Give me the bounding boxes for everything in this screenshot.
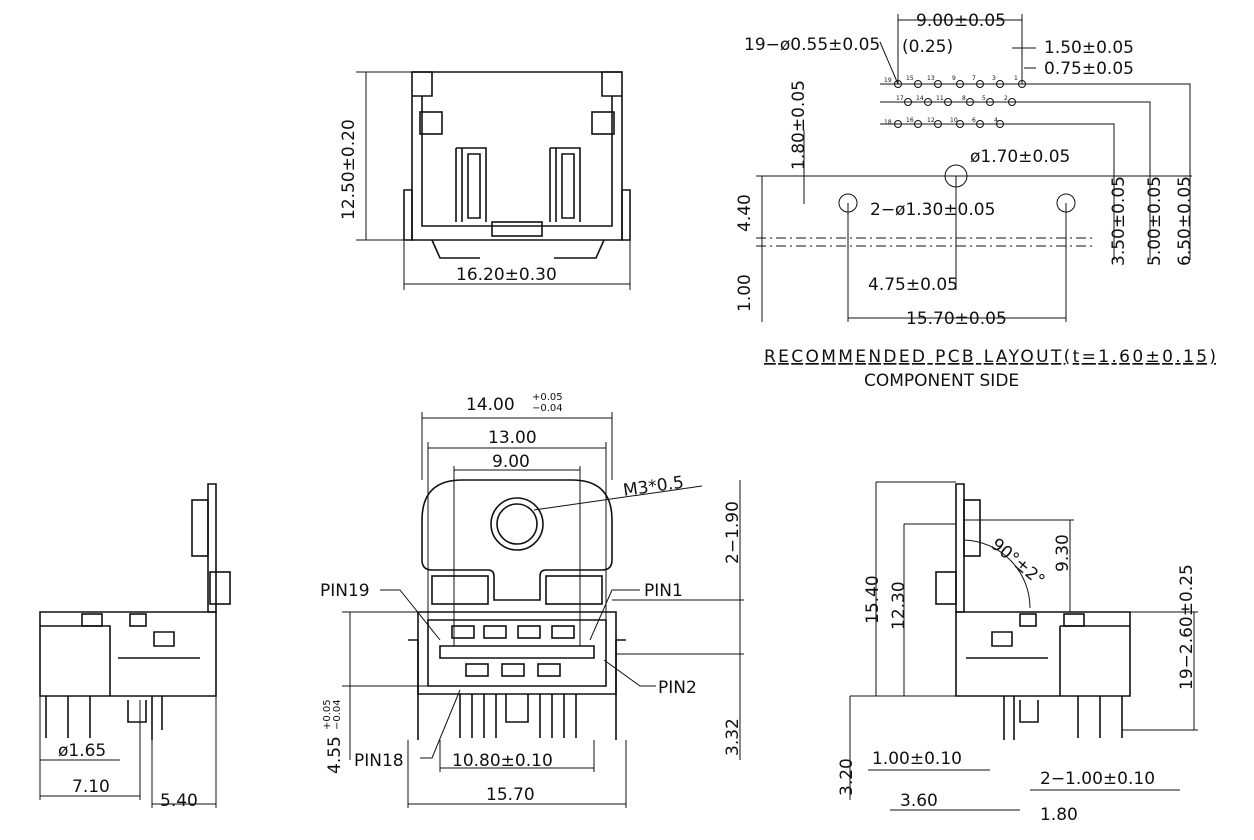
left-tail-dim: 5.40 bbox=[160, 791, 198, 811]
pcb-pin-holes bbox=[894, 80, 1026, 128]
pin-number: 1 bbox=[1014, 75, 1018, 82]
right-height-total: 15.40 bbox=[863, 575, 883, 624]
pcb-mount-hole-dim: 2−ø1.30±0.05 bbox=[870, 200, 995, 220]
right-offset-b: 3.60 bbox=[900, 791, 938, 811]
front-foot-span-dim: 15.70 bbox=[486, 785, 535, 805]
front-height-tol-minus: −0.04 bbox=[332, 699, 343, 730]
front-right-dim: 3.32 bbox=[723, 718, 743, 756]
pcb-row-offset-dim: 1.50±0.05 bbox=[1044, 38, 1134, 58]
pin-number: 9 bbox=[952, 75, 956, 82]
right-pin-dim-b: 2−1.00±0.10 bbox=[1040, 769, 1155, 789]
front-width-tol-minus: −0.04 bbox=[532, 403, 563, 414]
right-height-inner: 12.30 bbox=[889, 581, 909, 630]
label-pin18: PIN18 bbox=[354, 751, 404, 771]
pin-number: 12 bbox=[927, 117, 935, 124]
front-pin-span-dim: 10.80±0.10 bbox=[452, 751, 553, 771]
pin-number: 4 bbox=[994, 117, 998, 124]
front-slot-width: 9.00 bbox=[492, 452, 530, 472]
pin-number: 5 bbox=[982, 95, 986, 102]
top-view-width-dim: 16.20±0.30 bbox=[456, 265, 557, 285]
right-offset-c: 1.80 bbox=[1040, 805, 1078, 825]
right-bracket-dim: 9.30 bbox=[1053, 534, 1073, 572]
pcb-right-dim-2: 5.00±0.05 bbox=[1145, 176, 1165, 266]
pcb-center-offset-dim: 4.75±0.05 bbox=[868, 275, 958, 295]
front-overall-width: 14.00 bbox=[466, 395, 515, 415]
pin-number: 11 bbox=[936, 95, 944, 102]
top-view bbox=[356, 71, 631, 290]
left-hole-dim: ø1.65 bbox=[58, 741, 106, 761]
pcb-pin-numbers: 19 15 13 9 7 3 1 17 14 11 8 5 2 18 16 12… bbox=[884, 75, 1018, 126]
pin-number: 10 bbox=[950, 117, 958, 124]
pcb-pin-hole-dim: 19−ø0.55±0.05 bbox=[744, 35, 880, 55]
pcb-right-dim-3: 6.50±0.05 bbox=[1175, 176, 1195, 266]
top-view-height-dim: 12.50±0.20 bbox=[339, 119, 359, 220]
pcb-layout bbox=[756, 14, 1192, 322]
right-pin-dim-a: 1.00±0.10 bbox=[872, 749, 962, 769]
pcb-pins-pitch-dim: 9.00±0.05 bbox=[916, 11, 1006, 31]
pin-number: 3 bbox=[992, 75, 996, 82]
pcb-edge-dim-a: 4.40 bbox=[735, 194, 755, 232]
right-pin-len-dim: 19−2.60±0.25 bbox=[1177, 564, 1197, 690]
front-corner-dim: 2−1.90 bbox=[723, 501, 743, 564]
left-side-view bbox=[39, 483, 231, 808]
front-screw-label: M3*0.5 bbox=[622, 473, 685, 501]
label-pin2: PIN2 bbox=[658, 678, 697, 698]
pcb-layout-subtitle: COMPONENT SIDE bbox=[864, 371, 1019, 391]
pcb-right-dim-1: 3.50±0.05 bbox=[1109, 176, 1129, 266]
pcb-row-spacing-dim: 1.80±0.05 bbox=[789, 80, 809, 170]
left-depth-dim: 7.10 bbox=[72, 777, 110, 797]
pcb-layout-title: RECOMMENDED PCB LAYOUT(t=1.60±0.15) bbox=[764, 347, 1216, 367]
right-offset-a: 3.20 bbox=[837, 758, 857, 796]
pin-number: 14 bbox=[916, 95, 924, 102]
pin-number: 6 bbox=[972, 117, 976, 124]
pin-number: 15 bbox=[906, 75, 914, 82]
pin-number: 16 bbox=[906, 117, 914, 124]
front-width-tol-plus: +0.05 bbox=[532, 392, 563, 403]
pin-number: 18 bbox=[884, 119, 892, 126]
right-side-view bbox=[849, 481, 1198, 811]
pcb-pin-pitch-dim: 0.75±0.05 bbox=[1044, 59, 1134, 79]
front-view bbox=[342, 412, 744, 808]
pin-number: 7 bbox=[972, 75, 976, 82]
pin-number: 13 bbox=[927, 75, 935, 82]
label-pin19: PIN19 bbox=[320, 581, 370, 601]
right-angle-dim: 90°±2° bbox=[987, 535, 1049, 591]
front-height-dim: 4.55 bbox=[325, 736, 345, 774]
pin-number: 19 bbox=[884, 77, 892, 84]
label-pin1: PIN1 bbox=[644, 581, 683, 601]
pcb-mount-span-dim: 15.70±0.05 bbox=[906, 309, 1007, 329]
front-height-tol-plus: +0.05 bbox=[322, 699, 333, 730]
pcb-center-hole-dim: ø1.70±0.05 bbox=[970, 147, 1070, 167]
pin-number: 2 bbox=[1004, 95, 1008, 102]
front-inner-width: 13.00 bbox=[488, 428, 537, 448]
pin-number: 8 bbox=[962, 95, 966, 102]
pcb-edge-dim-b: 1.00 bbox=[735, 274, 755, 312]
pin-number: 17 bbox=[896, 95, 904, 102]
pcb-offset-dim: (0.25) bbox=[902, 37, 953, 57]
